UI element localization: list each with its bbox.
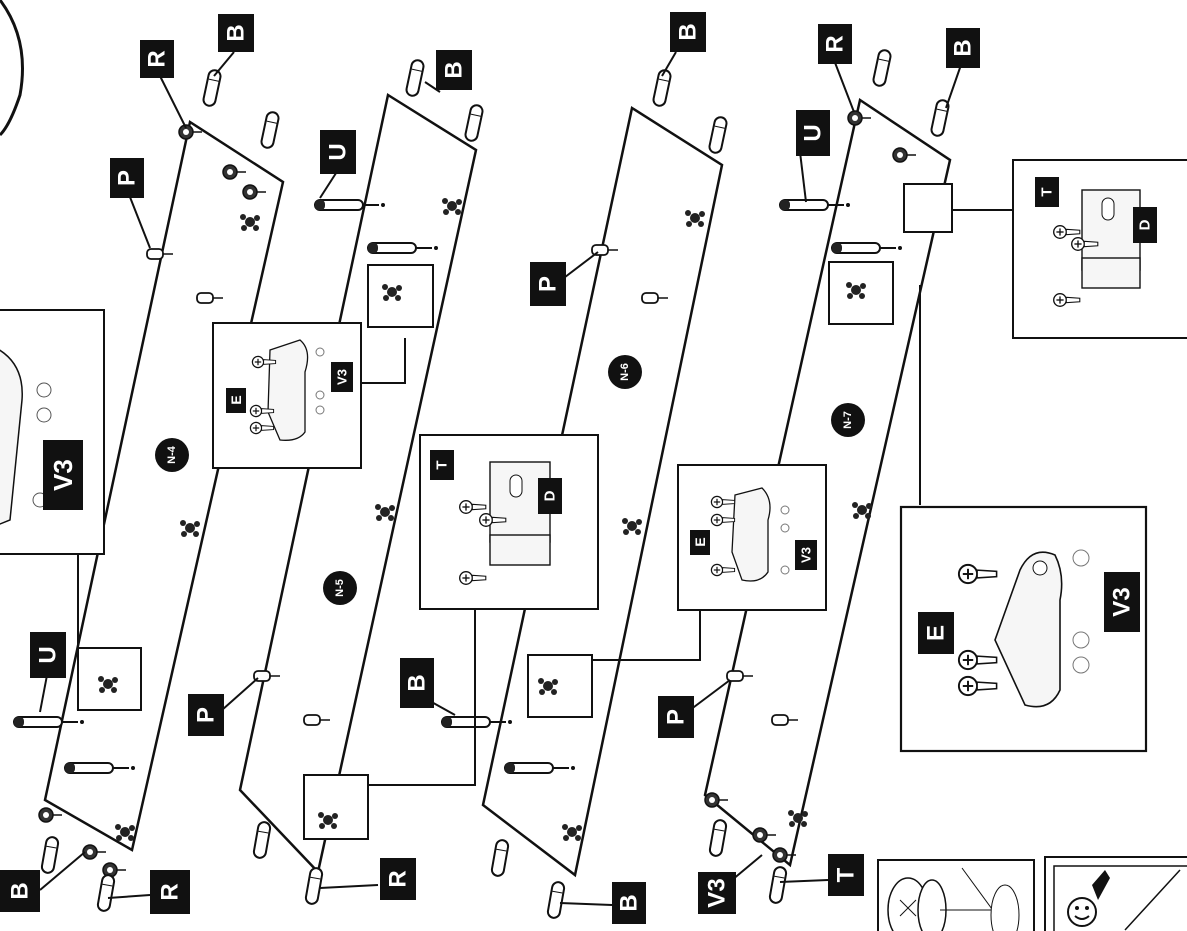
callout-label: B [7, 882, 34, 899]
callout-box [110, 158, 144, 198]
callout-box [530, 262, 566, 306]
callout-label: R [385, 870, 412, 887]
svg-text:E: E [228, 395, 244, 404]
panel-id-label: N-4 [166, 445, 178, 464]
callout-box [658, 696, 694, 738]
zoom-markers [77, 183, 953, 840]
callout-box [30, 632, 66, 678]
panel-badge-n4: N-4 [155, 438, 189, 472]
callout-box [140, 40, 174, 78]
panel-id-label: N-7 [842, 411, 854, 429]
panel-id-label: N-5 [334, 579, 346, 597]
callout-label: P [663, 709, 690, 725]
inset-v3-n6: E V3 [677, 464, 827, 611]
panel-badge-n6: N-6 [608, 355, 642, 389]
callout-box [380, 858, 416, 900]
callout-label: U [325, 143, 352, 160]
callout-box [218, 14, 254, 52]
callout-box [946, 28, 980, 68]
callout-label: R [157, 883, 184, 900]
callout-label: V3 [48, 459, 78, 491]
callout-label: P [193, 707, 220, 723]
callout-box [698, 872, 736, 914]
callout-label: B [616, 894, 643, 911]
svg-text:D: D [542, 490, 559, 501]
callout-label: P [114, 170, 141, 186]
callout-label: R [822, 35, 849, 52]
callout-label: B [404, 674, 431, 691]
corner-circle-fragment [0, 0, 24, 137]
callout-label: T [833, 867, 860, 882]
callout-label: T [1039, 187, 1056, 196]
callout-box [670, 12, 706, 52]
svg-text:V3: V3 [335, 369, 350, 385]
callout-label: V3 [704, 878, 731, 907]
callout-box [796, 110, 830, 156]
inset-v3-big: E V3 [899, 505, 1148, 753]
callout-label: P [535, 276, 562, 292]
callout-label: U [800, 124, 827, 141]
callout-box [188, 694, 224, 736]
svg-text:E: E [692, 537, 708, 546]
svg-text:V3: V3 [799, 547, 814, 563]
callout-label: B [675, 23, 702, 40]
cam-lock-hint-box [877, 859, 1035, 931]
callout-box [828, 854, 864, 896]
callout-box [320, 130, 356, 174]
callout-box [612, 882, 646, 924]
svg-text:E: E [923, 625, 950, 641]
inset-d-n5: T D [419, 434, 599, 610]
inset-d-right: T D [1012, 159, 1187, 339]
callout-label: U [35, 646, 62, 663]
inset-v3-n5: E V3 [212, 322, 362, 469]
callout-label: D [1137, 219, 1154, 230]
svg-text:T: T [434, 460, 451, 469]
callout-box [818, 24, 852, 64]
callout-label: R [144, 50, 171, 67]
panel-id-label: N-6 [619, 363, 631, 381]
callout-box [400, 658, 434, 708]
callout-label: B [441, 61, 468, 78]
callout-box [150, 870, 190, 914]
inset-v3-left: V3 [0, 309, 105, 555]
callout-box [0, 870, 40, 912]
panel-badge-n5: N-5 [323, 571, 357, 605]
svg-text:V3: V3 [1109, 587, 1136, 616]
callout-label: B [223, 24, 250, 41]
callout-label: B [950, 39, 977, 56]
callout-box [436, 50, 472, 90]
panel-badge-n7: N-7 [831, 403, 865, 437]
smiley-hint-box [1044, 856, 1187, 931]
